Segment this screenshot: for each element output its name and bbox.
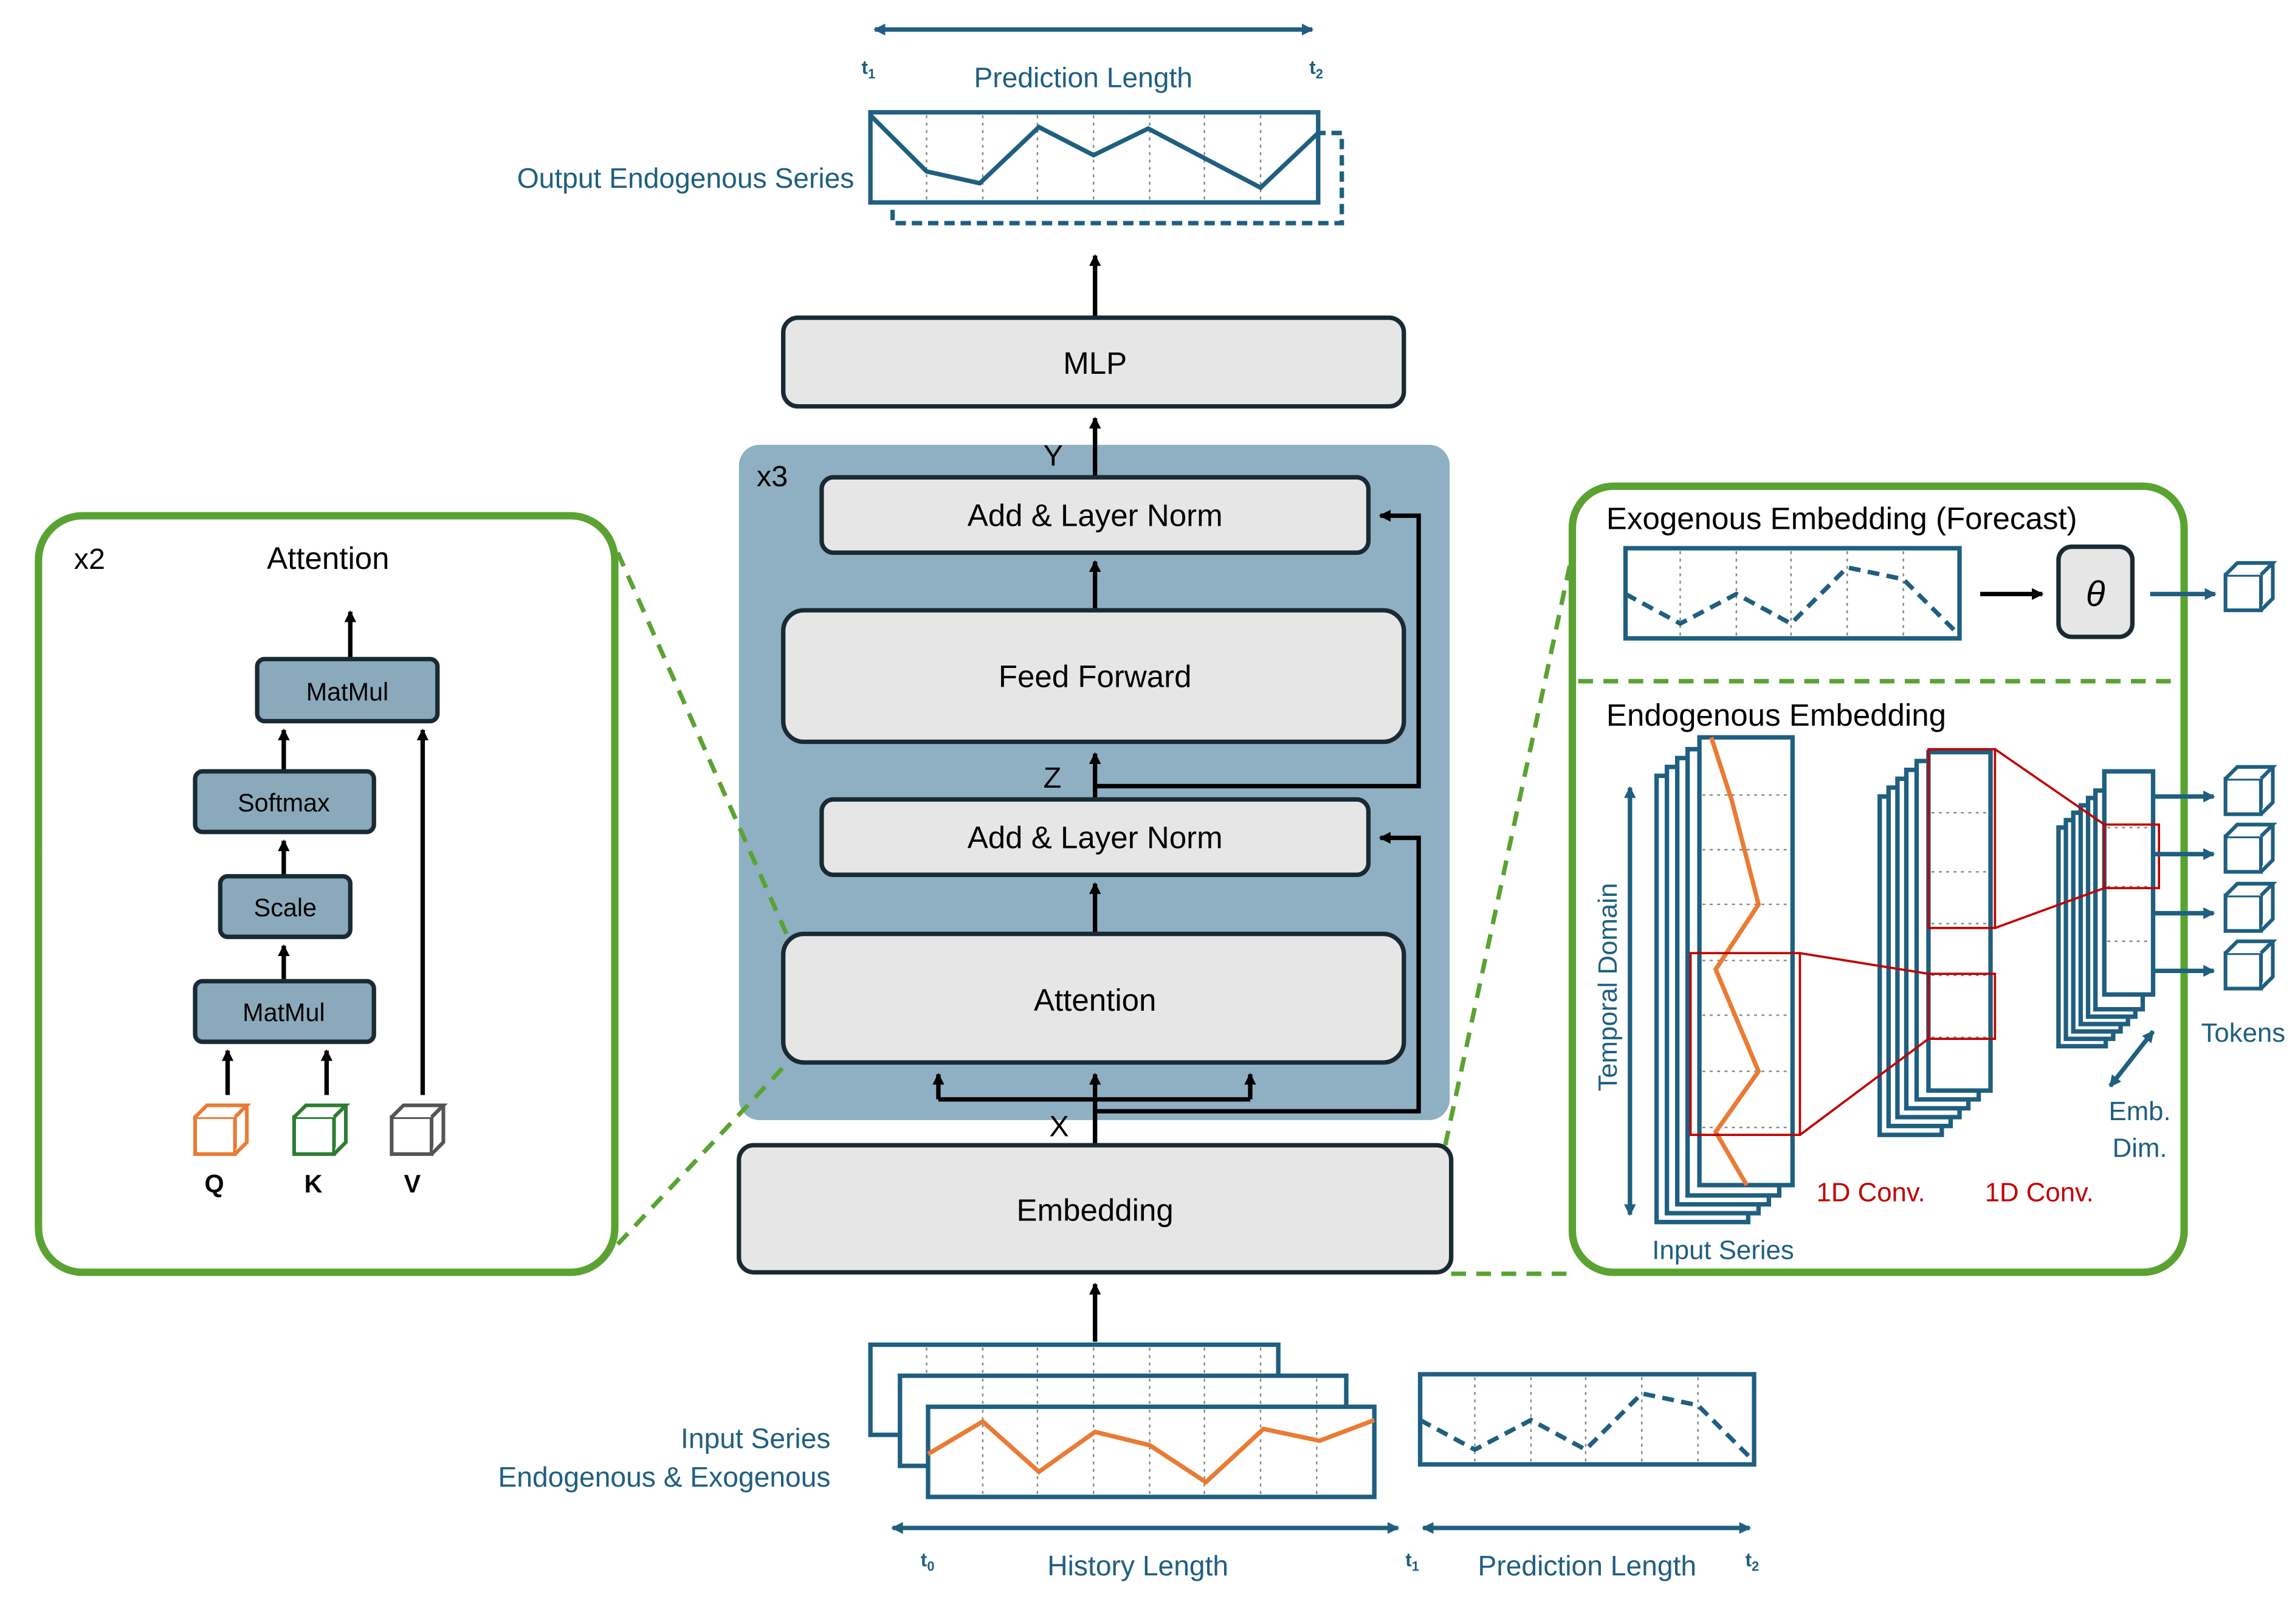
input-series-bottom-label-1: Input Series [681, 1423, 830, 1454]
emb-dim-label-2: Dim. [2113, 1134, 2167, 1163]
left-zoom-connector-top [616, 551, 791, 941]
residual-top [1095, 509, 1421, 789]
output-series-box [868, 110, 1321, 205]
matmul-bottom-label: MatMul [243, 999, 325, 1027]
softmax-block: Softmax [193, 769, 376, 834]
feed-forward-block: Feed Forward [781, 608, 1406, 745]
t2-bottom: t2 [1745, 1549, 1759, 1574]
conv1-stack [1877, 749, 1993, 1137]
y-label: Y [1044, 439, 1063, 472]
tokens-label: Tokens [2201, 1018, 2285, 1048]
t1-bottom: t1 [1405, 1549, 1419, 1574]
input-series-box-front [926, 1404, 1377, 1499]
q-cube-icon [193, 1103, 252, 1156]
embedding-label: Embedding [1017, 1192, 1174, 1227]
token-cube-icon-1 [2223, 765, 2277, 816]
t1-top: t1 [862, 57, 876, 81]
left-attention-panel: x2 Attention MatMul Softmax Scale MatMul [35, 512, 619, 1276]
conv2-label: 1D Conv. [1985, 1178, 2094, 1208]
input-section: Input Series Endogenous & Exogenous t0 H… [498, 1342, 1759, 1581]
z-label: Z [1044, 762, 1062, 794]
exo-series-line [1624, 565, 1961, 638]
t2-top: t2 [1309, 57, 1323, 81]
add-norm-top-block: Add & Layer Norm [819, 475, 1371, 555]
exo-token-cube-icon [2223, 561, 2277, 613]
token-cube-icon-2 [2223, 822, 2277, 874]
exogenous-forecast-box [1417, 1372, 1757, 1467]
left-zoom-connector-bottom [616, 1059, 791, 1246]
embedding-block: Embedding [737, 1143, 1454, 1275]
left-repeat-label: x2 [74, 543, 105, 576]
v-label: V [404, 1170, 421, 1198]
input-series-highlight [1689, 952, 1801, 1137]
t0-bottom: t0 [921, 1549, 935, 1574]
conv1-label: 1D Conv. [1817, 1178, 1925, 1208]
prediction-length-bottom-label: Prediction Length [1478, 1550, 1697, 1581]
input-series-vertical-line [1709, 737, 1761, 1186]
matmul-top-label: MatMul [306, 678, 389, 706]
output-series-line [869, 114, 1320, 191]
conv2-stack [2056, 769, 2156, 1049]
stack-repeat-label: x3 [757, 460, 788, 493]
add-norm-bottom-label: Add & Layer Norm [968, 821, 1223, 855]
v-cube-icon [390, 1103, 448, 1156]
theta-block: θ [2056, 544, 2135, 639]
prediction-length-top-label: Prediction Length [974, 61, 1192, 93]
input-series-bottom-label-2: Endogenous & Exogenous [498, 1461, 830, 1493]
endo-embedding-title: Endogenous Embedding [1606, 698, 1946, 732]
scale-block: Scale [218, 874, 353, 940]
emb-dim-arrow [2108, 1030, 2155, 1088]
right-embedding-panel: Exogenous Embedding (Forecast) θ Endogen… [1568, 482, 2285, 1276]
exo-series-box [1623, 546, 1962, 641]
output-section: t1 Prediction Length t2 Output Endogenou… [517, 23, 1344, 225]
token-cube-icon-3 [2223, 881, 2277, 933]
exo-embedding-title: Exogenous Embedding (Forecast) [1606, 501, 2077, 535]
softmax-label: Softmax [238, 789, 330, 817]
matmul-top-block: MatMul [255, 656, 440, 724]
k-label: K [305, 1170, 323, 1198]
right-zoom-connector-top [1443, 546, 1576, 1146]
add-norm-bottom-block: Add & Layer Norm [819, 797, 1371, 877]
mlp-label: MLP [1063, 346, 1127, 380]
feed-forward-label: Feed Forward [999, 659, 1192, 694]
residual-bottom [1095, 831, 1421, 1113]
input-series-label: Input Series [1652, 1235, 1794, 1265]
q-label: Q [205, 1170, 224, 1198]
input-series-line [927, 1418, 1375, 1485]
mlp-block: MLP [781, 315, 1406, 409]
emb-dim-label-1: Emb. [2109, 1096, 2171, 1126]
matmul-bottom-block: MatMul [193, 979, 376, 1044]
token-cube-icon-4 [2223, 939, 2277, 991]
temporal-domain-label: Temporal Domain [1593, 883, 1623, 1092]
output-series-label: Output Endogenous Series [517, 162, 855, 194]
theta-label: θ [2086, 574, 2105, 614]
history-length-label: History Length [1047, 1550, 1228, 1581]
add-norm-top-label: Add & Layer Norm [968, 498, 1223, 533]
attention-label: Attention [1034, 983, 1157, 1017]
x-label: X [1049, 1110, 1068, 1143]
attention-block: Attention [781, 931, 1406, 1065]
left-title: Attention [267, 541, 390, 576]
scale-label: Scale [254, 893, 317, 921]
exogenous-forecast-line [1419, 1391, 1756, 1464]
